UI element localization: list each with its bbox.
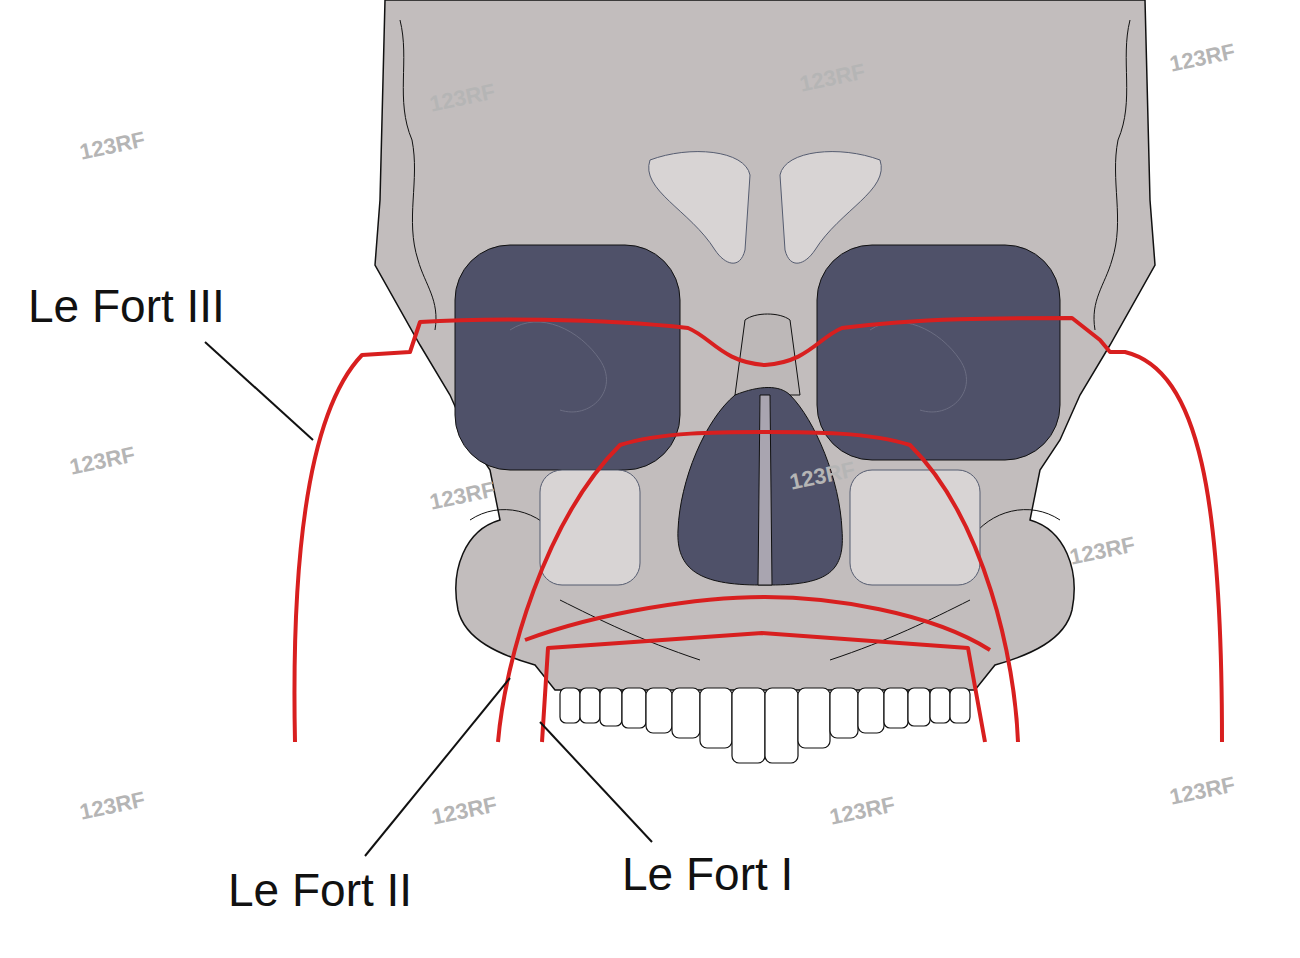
watermark: 123RF: [427, 477, 497, 515]
skull-outline: [375, 0, 1155, 690]
tooth: [646, 688, 672, 733]
watermark: 123RF: [827, 792, 897, 830]
watermark: 123RF: [787, 457, 857, 495]
orbit: [455, 245, 680, 470]
tooth: [700, 688, 732, 748]
fracture-lines: [294, 318, 1222, 742]
maxillary-sinus: [850, 470, 980, 585]
fracture-label: Le Fort I: [622, 848, 793, 901]
frontal-sinus: [649, 152, 750, 264]
suture-line: [400, 20, 1130, 660]
nasal-septum: [758, 395, 772, 585]
leader-line: [540, 722, 652, 842]
le-fort-iii-line: [294, 318, 1222, 742]
tooth: [600, 688, 622, 726]
skull: [375, 0, 1155, 763]
le-fort-i-line: [525, 597, 990, 650]
fracture-label: Le Fort III: [28, 280, 225, 333]
le-fort-ii-line: [498, 432, 1018, 742]
watermark: 123RF: [1167, 772, 1237, 810]
watermark: 123RF: [77, 787, 147, 825]
maxillary-sinus: [540, 470, 640, 585]
watermark: 123RF: [1167, 39, 1237, 77]
watermark: 123RF: [427, 79, 497, 117]
watermark: 123RF: [797, 59, 867, 97]
watermark: 123RF: [429, 792, 499, 830]
teeth: [560, 688, 970, 763]
tooth: [732, 688, 765, 763]
le-fort-i-line: [542, 633, 985, 742]
tooth: [580, 688, 600, 723]
tooth: [830, 688, 858, 738]
orbit: [817, 245, 1060, 460]
tooth: [622, 688, 646, 728]
nasal-bone: [735, 314, 800, 395]
tooth: [765, 688, 798, 763]
tooth: [930, 688, 950, 723]
watermark: 123RF: [77, 127, 147, 165]
tooth: [672, 688, 700, 738]
tooth: [950, 688, 970, 723]
watermark: 123RF: [67, 442, 137, 480]
tooth: [884, 688, 908, 728]
watermark: 123RF: [1067, 532, 1137, 570]
tooth: [908, 688, 930, 726]
leader-line: [205, 342, 313, 440]
leader-lines: [205, 342, 652, 856]
leader-line: [365, 678, 510, 856]
tooth: [798, 688, 830, 748]
tooth: [858, 688, 884, 733]
tooth: [560, 688, 580, 723]
fracture-label: Le Fort II: [228, 864, 412, 917]
